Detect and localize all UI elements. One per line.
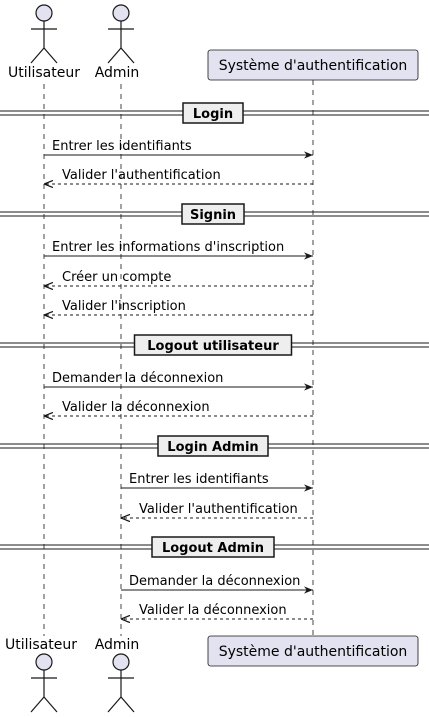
message-label: Demander la déconnexion: [129, 574, 300, 589]
section-divider: Signin: [0, 203, 429, 225]
admin-actor-top: Admin: [95, 4, 140, 81]
user-actor-label: Utilisateur: [5, 637, 77, 653]
stick-figure-icon: [107, 4, 135, 64]
user-actor-top: Utilisateur: [8, 4, 80, 81]
divider-box: [181, 203, 245, 225]
reply-message: Valider l'inscription: [44, 299, 313, 315]
admin-actor-label: Admin: [95, 637, 140, 653]
section-divider: Logout utilisateur: [0, 334, 429, 356]
message-label: Entrer les informations d'inscription: [52, 240, 284, 255]
request-message: Entrer les identifiants: [44, 139, 313, 159]
message-label: Créer un compte: [62, 270, 171, 285]
section-divider: Logout Admin: [0, 536, 429, 558]
divider-box: [133, 334, 293, 356]
system-participant-label: Système d'authentification: [219, 58, 408, 74]
user-actor-bottom: Utilisateur: [5, 637, 77, 713]
section-title: Logout utilisateur: [147, 339, 279, 354]
message-label: Valider l'authentification: [62, 168, 221, 183]
section-title: Login: [193, 107, 233, 122]
admin-actor-label: Admin: [95, 65, 140, 81]
message-label: Valider la déconnexion: [139, 603, 287, 618]
message-label: Entrer les identifiants: [129, 472, 269, 487]
stick-figure-icon: [30, 4, 58, 64]
message-label: Entrer les identifiants: [52, 139, 192, 154]
message-label: Demander la déconnexion: [52, 371, 223, 386]
message-label: Valider l'authentification: [139, 502, 298, 517]
section-title: Login Admin: [167, 440, 258, 455]
message-label: Valider la déconnexion: [62, 400, 210, 415]
request-message: Demander la déconnexion: [121, 574, 313, 594]
request-message: Entrer les informations d'inscription: [44, 240, 313, 260]
participant-box: [207, 635, 419, 667]
reply-message: Valider la déconnexion: [44, 400, 313, 416]
reply-message: Valider l'authentification: [44, 168, 313, 184]
reply-message: Valider l'authentification: [121, 502, 313, 518]
request-message: Demander la déconnexion: [44, 371, 313, 391]
divider-box: [182, 102, 244, 124]
reply-message: Valider la déconnexion: [121, 603, 313, 619]
admin-actor-bottom: Admin: [95, 637, 140, 713]
user-actor-label: Utilisateur: [8, 65, 80, 81]
system-participant-top: Système d'authentification: [207, 49, 419, 81]
participant-box: [207, 49, 419, 81]
message-label: Valider l'inscription: [62, 299, 186, 314]
stick-figure-icon: [107, 653, 135, 713]
section-divider: Login: [0, 102, 429, 124]
divider-box: [151, 536, 275, 558]
system-participant-label: Système d'authentification: [219, 644, 408, 660]
reply-message: Créer un compte: [44, 270, 313, 286]
request-message: Entrer les identifiants: [121, 472, 313, 492]
system-participant-bottom: Système d'authentification: [207, 635, 419, 667]
section-divider: Login Admin: [0, 435, 429, 457]
stick-figure-icon: [30, 653, 58, 713]
divider-box: [157, 435, 269, 457]
section-title: Logout Admin: [162, 541, 264, 556]
section-title: Signin: [190, 208, 236, 223]
